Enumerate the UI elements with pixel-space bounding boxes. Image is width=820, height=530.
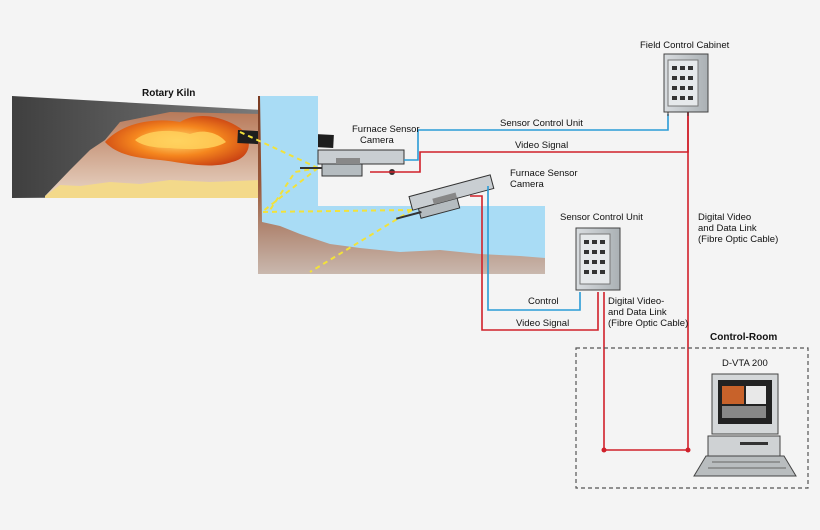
furnace-camera-1-label-line2: Camera [360, 135, 394, 146]
sensor-control-line [404, 114, 669, 161]
kiln-hood [258, 96, 545, 274]
video-signal-top-label: Video Signal [515, 140, 569, 151]
digital-link-right-line1: Digital Video [698, 212, 752, 223]
rotary-kiln-label: Rotary Kiln [142, 88, 196, 99]
video-signal-line-bottom [470, 195, 599, 331]
dvta-label: D-VTA 200 [722, 358, 768, 369]
furnace-camera-2-label-line2: Camera [510, 179, 544, 190]
control-label: Control [528, 296, 559, 307]
furnace-camera-1-label-line1: Furnace Sensor [352, 124, 420, 135]
digital-link-left-line2: and Data Link [608, 307, 667, 318]
control-room-box [575, 347, 809, 489]
sensor-control-unit-box-label: Sensor Control Unit [560, 212, 643, 223]
field-control-cabinet-label: Field Control Cabinet [640, 40, 730, 51]
camera-view-lines [239, 131, 413, 273]
rotary-kiln [12, 96, 334, 198]
sensor-control-unit-box [575, 227, 621, 291]
keyboard [693, 455, 797, 477]
field-control-cabinet [663, 53, 709, 116]
signal-lines [370, 112, 689, 451]
computer-base [707, 435, 781, 457]
furnace-camera-2-label-line1: Furnace Sensor [510, 168, 578, 179]
furnace-sensor-camera-2 [396, 174, 495, 220]
digital-link-left-line3: (Fibre Optic Cable) [608, 318, 689, 329]
digital-link-right-line2: and Data Link [698, 223, 757, 234]
furnace-sensor-camera-1 [300, 149, 405, 177]
digital-link-left-line1: Digital Video- [608, 296, 665, 307]
cooled-zone [260, 96, 545, 258]
dvta-computer [693, 373, 797, 477]
control-room-label: Control-Room [710, 332, 778, 343]
digital-link-right-line3: (Fibre Optic Cable) [698, 234, 779, 245]
control-line [487, 186, 581, 311]
video-signal-bottom-label: Video Signal [516, 318, 570, 329]
sensor-control-unit-line-label: Sensor Control Unit [500, 118, 583, 129]
